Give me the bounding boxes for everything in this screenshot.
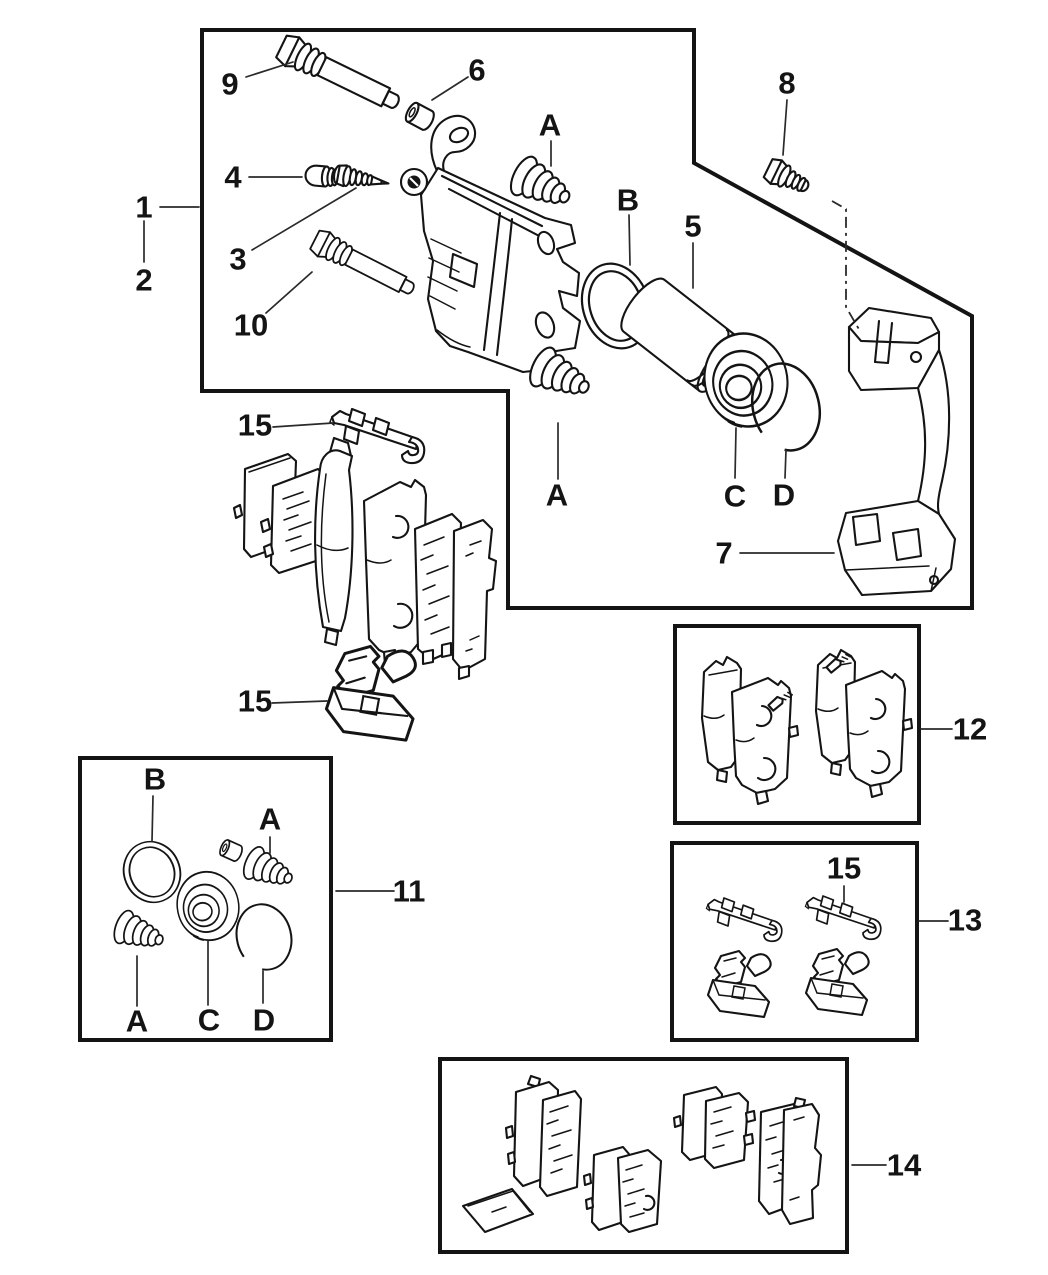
kit-wire-clip-right [804,895,882,941]
shim-set-3 [672,1085,757,1170]
kit-retaining-ring-d [228,897,300,977]
leader-3 [251,187,357,251]
leader-kit-b [151,795,154,842]
callout-5: 5 [684,209,701,244]
callout-3: 3 [229,242,246,277]
callout-a-top: A [539,108,561,143]
leader-6 [431,76,469,101]
assembly-centerline [831,200,861,332]
pad-set-left [700,655,800,806]
kit-piston-boot-c [169,865,247,947]
callout-11: 11 [393,874,426,909]
kit-boot-a-left [109,907,170,959]
retainer-clip-bottom [324,644,417,742]
leader-b [628,214,631,266]
callout-kit-c: C [198,1003,220,1038]
callout-8: 8 [778,66,795,101]
callout-9: 9 [221,67,238,102]
leader-15-top [272,422,334,428]
callout-2: 2 [135,263,152,298]
shim-set-2 [582,1145,663,1234]
callout-15-bottom: 15 [238,684,272,719]
bleeder-screw-3 [332,164,390,188]
kit-box-clip-left [706,949,772,1019]
callout-kit-a-right: A [259,802,281,837]
callout-b: B [617,183,639,218]
callout-c: C [724,479,746,514]
guide-pin-bolt-9 [273,31,406,119]
seal-kit-box-11 [78,756,333,1042]
callout-kit-b: B [144,762,166,797]
callout-4: 4 [224,160,242,195]
callout-13: 13 [948,903,982,938]
brake-pad-friction [413,512,463,666]
callout-12: 12 [953,712,987,747]
brake-pad-outline [451,518,498,681]
kit-box-clip-right [804,947,870,1017]
leader-lines [136,61,953,1166]
callout-15-kit: 15 [827,851,861,886]
leader-8 [782,99,788,156]
callout-labels: 9 6 4 3 10 1 2 A B 5 8 A C D 7 15 15 11 … [126,53,987,1183]
callout-kit-d: D [253,1003,275,1038]
pad-kit-box-12 [673,624,921,825]
clip-kit-box-13 [670,841,919,1042]
shim-kit-box-14 [438,1057,849,1254]
shim-set-1 [504,1074,583,1198]
pad-stack [232,407,498,742]
main-assembly-enclosure [200,28,974,610]
kit-boot-a-right [238,843,300,897]
callout-d: D [773,478,795,513]
brake-pad-side [314,436,354,647]
caliper-body [399,114,582,374]
leader-d [784,449,787,479]
shim-set-4 [757,1096,823,1226]
bushing-6 [402,99,438,133]
kit-bushing [217,837,246,864]
callout-7: 7 [715,536,732,571]
callout-a-bottom: A [546,478,568,513]
leader-c [734,427,737,479]
callout-6: 6 [468,53,485,88]
grease-packet [461,1187,535,1234]
callout-10: 10 [234,308,268,343]
leader-9 [245,61,294,78]
guide-pin-bolt-10 [307,226,420,303]
callout-15-top: 15 [238,408,272,443]
leader-10 [265,271,313,314]
leader-15-bottom [271,700,328,704]
callout-kit-a-left: A [126,1004,148,1039]
mounting-bolt-8 [761,155,815,201]
callout-1: 1 [135,190,152,225]
caliper-bracket-7 [836,306,957,597]
kit-wire-clip-left [705,897,783,943]
callout-14: 14 [887,1148,922,1183]
